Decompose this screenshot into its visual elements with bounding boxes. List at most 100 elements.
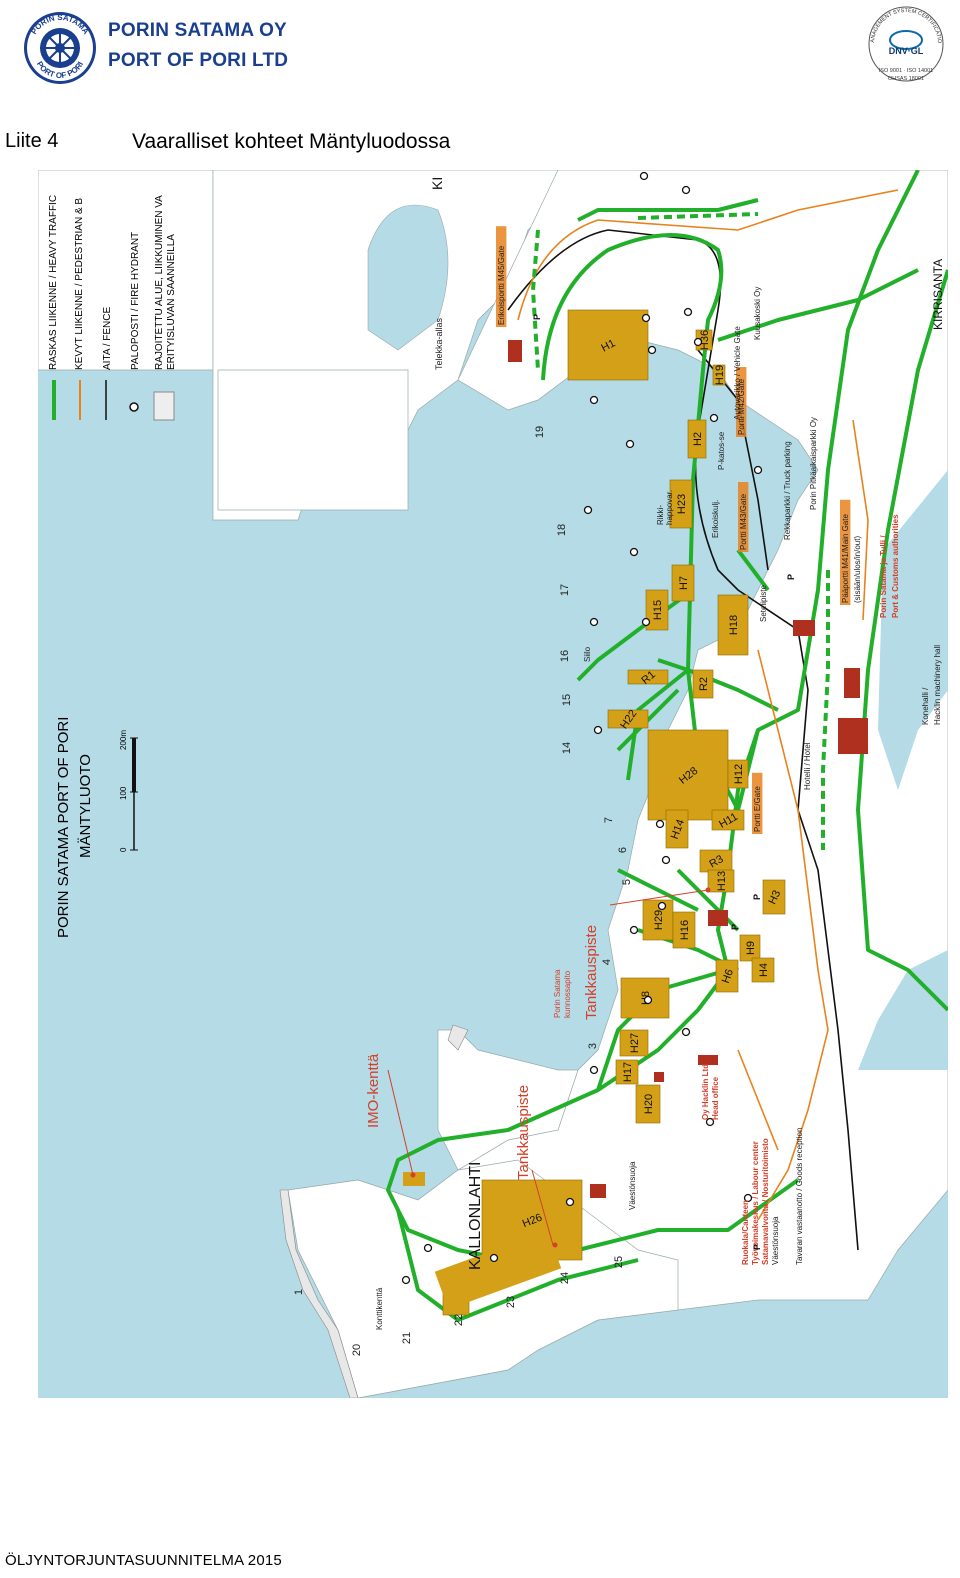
svg-text:Autovarikko / Vehicle Gate: Autovarikko / Vehicle Gate — [733, 326, 742, 420]
warehouse-h13: H13 — [707, 869, 735, 893]
svg-text:Rekkaparkki / Truck parking: Rekkaparkki / Truck parking — [783, 441, 792, 540]
scale-bar: 0 100 200m — [119, 730, 138, 852]
svg-text:Väestönsuoja: Väestönsuoja — [771, 1216, 780, 1265]
map-label-rekkaparkki: Rekkaparkki / Truck parking — [783, 441, 792, 540]
svg-text:happovar.: happovar. — [665, 490, 674, 525]
berth-number: 18 — [556, 524, 568, 536]
fire-hydrant-icon — [641, 313, 651, 323]
map-label-rikkihappo: Rikki-happovar. — [656, 490, 674, 525]
warehouse-label: H7 — [678, 576, 690, 590]
map-label-konehalli-2: Hacklin machinery hall — [933, 645, 942, 725]
warehouse-label: H9 — [745, 941, 757, 955]
warehouse-label: H18 — [728, 615, 740, 635]
telekka-basin — [367, 204, 449, 351]
warehouse-h27: H27 — [619, 1029, 649, 1057]
warehouse-h3: H3 — [762, 879, 786, 915]
svg-text:KI: KI — [429, 177, 445, 190]
warehouse-label: H27 — [629, 1033, 641, 1053]
svg-text:KALLONLAHTI: KALLONLAHTI — [467, 1162, 484, 1270]
berth-number: 3 — [587, 1043, 599, 1049]
map-label-p: P — [752, 894, 762, 900]
map-label-ruokala-1: Ruokala/Canteen — [741, 1200, 750, 1265]
legend-fence: AITA / FENCE — [102, 307, 113, 370]
map-label-telekka: Telekka-allas — [434, 317, 444, 370]
warehouse-h15: H15 — [645, 589, 669, 631]
map-label-kallonlahti: KALLONLAHTI — [467, 1162, 484, 1270]
warehouse-label: H23 — [676, 494, 688, 514]
svg-text:Telekka-allas: Telekka-allas — [434, 317, 444, 370]
fire-hydrant-icon — [681, 1027, 691, 1037]
page-title: Vaaralliset kohteet Mäntyluodossa — [132, 130, 451, 153]
warehouse-h20: H20 — [635, 1084, 661, 1124]
svg-text:Tavaran vastaanotto / Goods re: Tavaran vastaanotto / Goods reception — [795, 1128, 804, 1265]
fire-hydrant-icon — [647, 345, 657, 355]
berth-number: 24 — [559, 1272, 571, 1284]
map-label-tulli-1: Porin Satama ja Tulli / — [879, 535, 888, 618]
svg-text:P: P — [786, 574, 796, 580]
legend-light-traffic: KEVYT LIIKENNE / PEDESTRIAN & B — [74, 198, 85, 370]
map-label-hotelli: Hotelli / Hotel — [803, 742, 812, 790]
map-label-portti-m42: Portti M42/Gate — [736, 367, 747, 437]
svg-text:Head office: Head office — [711, 1076, 720, 1120]
fire-hydrant-icon — [643, 995, 653, 1005]
svg-text:Väestönsuoja: Väestönsuoja — [628, 1161, 637, 1210]
fire-hydrant-icon — [661, 855, 671, 865]
fire-hydrant-icon — [655, 819, 665, 829]
berth-number: 16 — [559, 650, 571, 662]
map-label-hacklin-1: Oy Hacklin Ltd — [701, 1064, 710, 1120]
fire-hydrant-icon — [583, 505, 593, 515]
berth-number: 21 — [401, 1332, 413, 1344]
fire-hydrant-icon — [753, 465, 763, 475]
scale-tick-0: 0 — [119, 847, 128, 852]
svg-text:Porin Satama: Porin Satama — [553, 969, 562, 1018]
svg-text:Portti M43/Gate: Portti M43/Gate — [739, 493, 748, 550]
svg-text:Konttikenttä: Konttikenttä — [375, 1287, 384, 1330]
map-label-vaestonsuoja: Väestönsuoja — [628, 1161, 637, 1210]
warehouse-h17: H17 — [615, 1059, 639, 1085]
light-traffic-routes — [517, 189, 899, 1221]
warehouse-label: H3 — [766, 889, 783, 907]
legend-hydrant-swatch — [129, 402, 139, 412]
dnv-certification-icon: MANAGEMENT SYSTEM CERTIFICATION DNV·GL I… — [866, 4, 944, 82]
map-label-paaportti-1: Pääportti M41/Main Gate — [840, 499, 851, 605]
svg-text:Portti M42/Gate: Portti M42/Gate — [737, 378, 746, 435]
svg-text:Oy Hacklin Ltd: Oy Hacklin Ltd — [701, 1064, 710, 1120]
warehouse-r3: R3 — [699, 849, 733, 873]
map-label-kunnossapito-1: Porin Satama — [553, 969, 562, 1018]
berth-number: 6 — [617, 847, 629, 853]
map-label-p-katos: P-katos-se — [717, 431, 726, 470]
warehouse-label: H6 — [720, 968, 736, 985]
svg-text:MANAGEMENT SYSTEM CERTIFICATIO: MANAGEMENT SYSTEM CERTIFICATION — [866, 4, 942, 44]
company-name-en: PORT OF PORI LTD — [108, 50, 289, 71]
legend-restricted-1: RAJOITETTU ALUE, LIIKKUMINEN VA — [154, 195, 165, 370]
warehouse-label: H1 — [599, 337, 617, 354]
warehouse-h4: H4 — [751, 957, 775, 983]
fire-hydrant-icon — [743, 1193, 753, 1203]
map-label-tulli-2: Port & Customs authorities — [891, 514, 900, 618]
berth-number: 17 — [559, 584, 571, 596]
warehouse-h23: H23 — [669, 479, 693, 529]
map-title-line1: PORIN SATAMA PORT OF PORI — [55, 717, 72, 938]
warehouse-h2: H2 — [687, 419, 707, 459]
appendix-label: Liite 4 — [5, 130, 59, 152]
port-seal-icon: PORIN SATAMA PORT OF PORI — [24, 12, 96, 84]
map-label-konehalli-1: Konehalli / — [921, 687, 930, 725]
svg-text:Konehalli /: Konehalli / — [921, 687, 930, 725]
legend-heavy-traffic: RASKAS LIIKENNE / HEAVY TRAFFIC — [48, 195, 59, 370]
warehouse-h11: H11 — [711, 809, 745, 831]
scale-tick-200: 200m — [119, 730, 128, 750]
svg-text:kunnossapito: kunnossapito — [563, 970, 572, 1018]
map-label-ruokala-2: Työvoimakeskus / Labour center — [751, 1141, 760, 1265]
map-label-tankkauspiste: Tankkauspiste — [515, 1085, 532, 1180]
svg-text:Tankkauspiste: Tankkauspiste — [515, 1085, 532, 1180]
map-label-kuusakoski: Kuusakoski Oy — [753, 287, 762, 340]
map-label-konttikentta: Konttikenttä — [375, 1287, 384, 1330]
warehouse-label: H19 — [714, 365, 726, 385]
fire-hydrant-icon — [593, 725, 603, 735]
warehouse-h28: H28 — [647, 729, 729, 821]
warehouse-label: H2 — [692, 432, 704, 446]
map-label-kunnossapito-2: kunnossapito — [563, 970, 572, 1018]
